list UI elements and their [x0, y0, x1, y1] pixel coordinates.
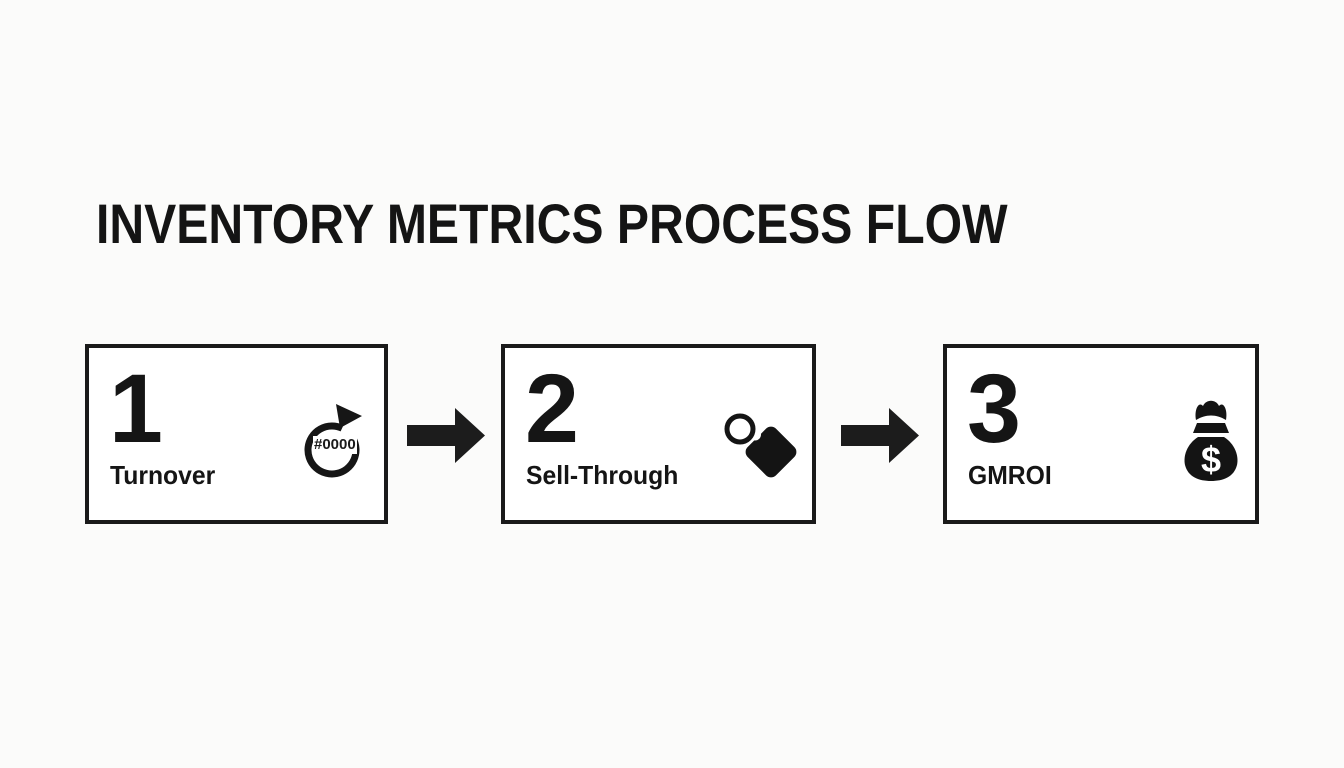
right-arrow-icon — [841, 408, 919, 463]
step-card-sell-through: 2 Sell-Through — [501, 344, 816, 524]
step-label: Turnover — [110, 460, 216, 490]
step-card-turnover: 1 Turnover #0000 — [85, 344, 388, 524]
right-arrow-icon — [407, 408, 485, 463]
step-label: GMROI — [968, 460, 1052, 490]
page-title: INVENTORY METRICS PROCESS FLOW — [96, 192, 1008, 255]
refresh-icon-code-label: #0000 — [313, 436, 357, 454]
price-tag-icon — [724, 413, 804, 485]
step-number: 3 — [967, 354, 1021, 463]
dollar-sign-glyph: $ — [1201, 439, 1221, 480]
cycle-refresh-icon — [304, 400, 362, 478]
step-number: 1 — [109, 354, 163, 463]
step-label: Sell-Through — [526, 460, 679, 490]
step-card-gmroi: 3 GMROI $ — [943, 344, 1259, 524]
money-bag-icon: $ — [1183, 398, 1239, 482]
step-number: 2 — [525, 354, 579, 463]
